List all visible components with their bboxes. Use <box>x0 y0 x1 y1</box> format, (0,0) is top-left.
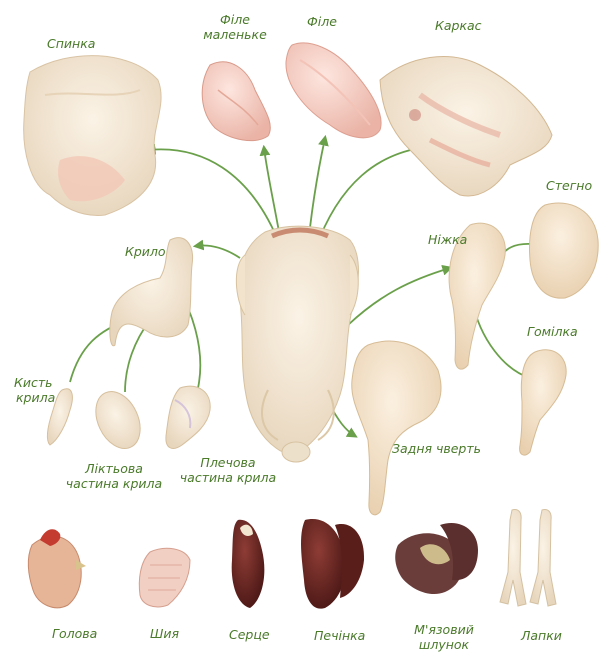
label-thigh: Стегно <box>546 178 592 193</box>
label-carcass: Каркас <box>435 18 482 33</box>
label-small-fillet-line2: маленьке <box>200 27 270 42</box>
label-gizzard: М'язовий шлунок <box>404 622 484 652</box>
feet-image <box>500 509 556 606</box>
label-wing-middle-line1: Ліктьова <box>54 461 174 476</box>
neck-image <box>139 548 190 607</box>
label-gizzard-line1: М'язовий <box>404 622 484 637</box>
fillet-image <box>286 43 381 138</box>
carcass-image <box>380 57 552 196</box>
label-wing-shoulder: Плечова частина крила <box>173 455 283 485</box>
arrow-to-wing <box>196 246 240 259</box>
hind-quarter-image <box>352 341 441 515</box>
label-wing-middle: Ліктьова частина крила <box>54 461 174 491</box>
drumstick-image <box>520 350 567 455</box>
wing-shoulder-image <box>166 386 210 448</box>
label-hind-quarter: Задня чверть <box>392 441 481 456</box>
label-head: Голова <box>52 626 97 641</box>
label-drumstick: Гомілка <box>527 324 578 339</box>
back-cut-image <box>24 56 161 216</box>
label-liver: Печінка <box>314 628 365 643</box>
label-wing-shoulder-line1: Плечова <box>173 455 283 470</box>
label-wing-tip-line1: Кисть <box>14 375 55 390</box>
liver-image <box>301 519 364 609</box>
label-feet: Лапки <box>521 628 562 643</box>
label-wing-tip: Кисть крила <box>14 375 55 405</box>
label-back: Спинка <box>47 36 95 51</box>
connector-leg-drumstick <box>472 300 530 378</box>
heart-image <box>232 520 265 608</box>
head-image <box>28 529 86 608</box>
label-heart: Серце <box>229 627 270 642</box>
label-wing-tip-line2: крила <box>14 390 55 405</box>
wing-middle-image <box>87 384 149 455</box>
arrow-to-back <box>148 149 280 245</box>
small-fillet-image <box>202 62 270 141</box>
label-small-fillet-line1: Філе <box>200 12 270 27</box>
label-small-fillet: Філе маленьке <box>200 12 270 42</box>
thigh-image <box>530 203 599 298</box>
label-gizzard-line2: шлунок <box>404 637 484 652</box>
label-wing-middle-line2: частина крила <box>54 476 174 491</box>
label-neck: Шия <box>150 626 179 641</box>
label-wing-shoulder-line2: частина крила <box>173 470 283 485</box>
label-leg: Ніжка <box>428 232 467 247</box>
whole-chicken-image <box>236 226 358 462</box>
gizzard-image <box>395 523 478 594</box>
label-wing: Крило <box>125 244 166 259</box>
label-fillet: Філе <box>307 14 337 29</box>
arrow-to-leg <box>348 268 450 325</box>
